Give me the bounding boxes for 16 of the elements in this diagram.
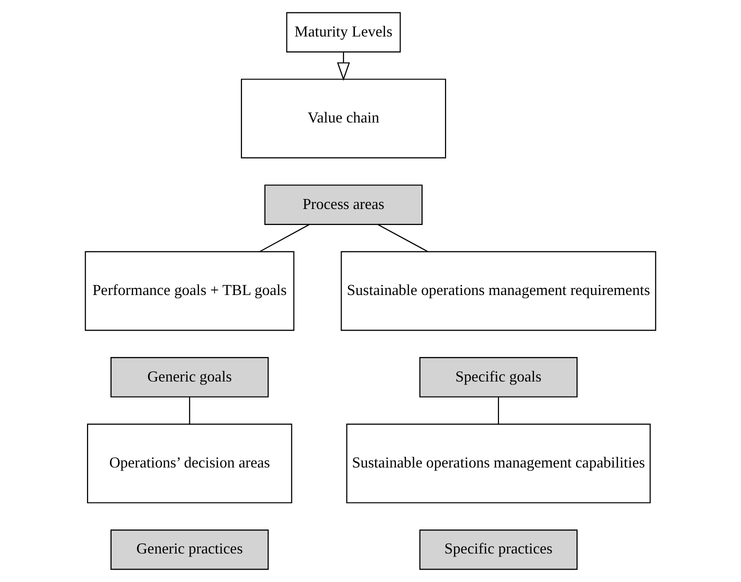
node-box: Process areas: [264, 184, 423, 225]
arrow: [336, 52, 350, 81]
node-box: Generic practices: [110, 529, 269, 570]
node-box: Sustainable operations management requirements: [340, 251, 656, 331]
node-box: Operations’ decision areas: [87, 424, 292, 504]
node-box: Specific goals: [419, 357, 578, 398]
node-box: Generic goals: [110, 357, 269, 398]
node-box: Performance goals + TBL goals: [84, 251, 294, 331]
connector: [498, 396, 500, 424]
node-box: Value chain: [240, 78, 446, 158]
connector: [189, 396, 190, 424]
node-box: Specific practices: [419, 529, 578, 570]
connector: [259, 224, 310, 252]
connector: [378, 224, 428, 252]
node-box: Maturity Levels: [286, 12, 401, 53]
node-box: Sustainable operations management capabilities: [346, 424, 651, 504]
